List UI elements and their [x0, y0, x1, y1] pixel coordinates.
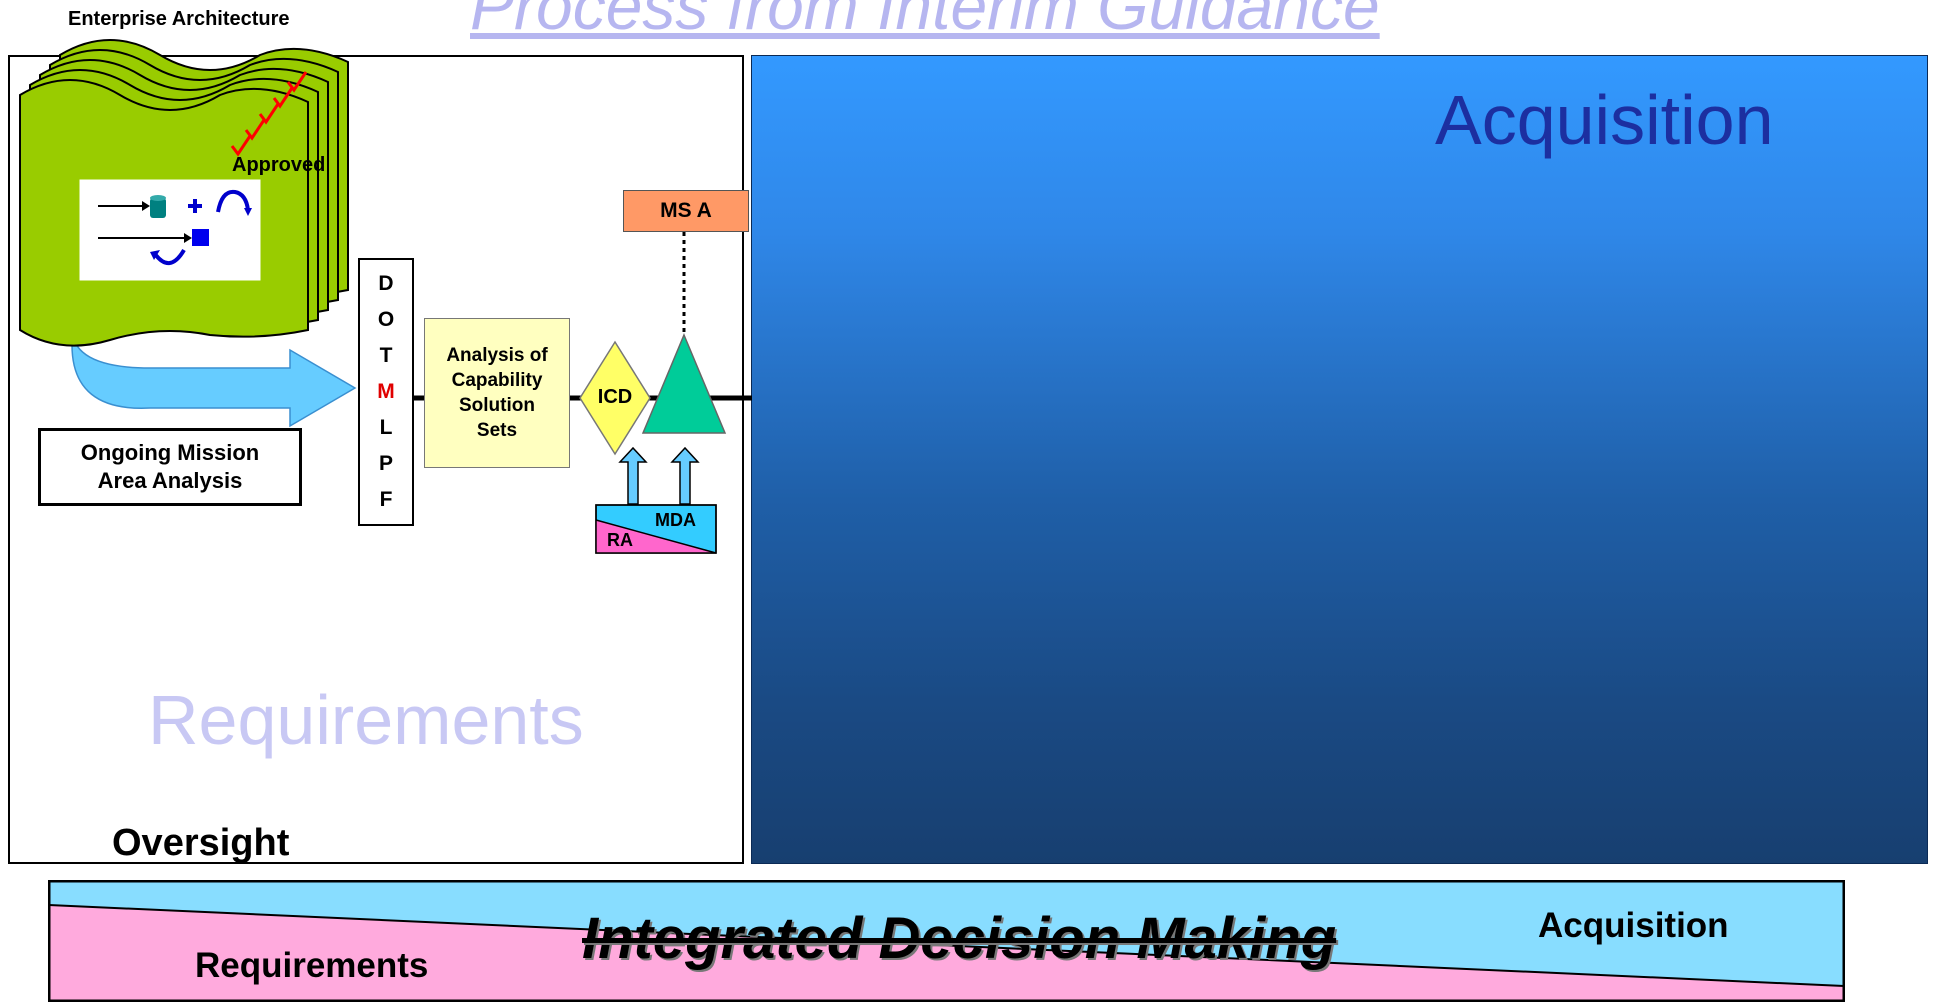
up-arrow-icd — [618, 446, 648, 505]
approval-checkmarks — [230, 71, 308, 157]
acquisition-band-section — [49, 881, 1844, 986]
oversight-label: Oversight — [112, 822, 290, 864]
ongoing-analysis-text: Ongoing Mission Area Analysis — [80, 440, 260, 493]
page-title: Process from Interim Guidance — [470, 0, 1380, 43]
dotmlpf-box: D O T M L P F — [358, 258, 414, 526]
ra-label: RA — [607, 530, 633, 550]
dotmlpf-letter-t: T — [379, 344, 393, 367]
mda-label: MDA — [655, 510, 696, 530]
acquisition-title: Acquisition — [1435, 81, 1774, 159]
ongoing-mission-area-analysis-box: Ongoing Mission Area Analysis — [38, 428, 302, 506]
milestone-a-triangle — [641, 333, 727, 434]
icd-label: ICD — [597, 386, 633, 408]
band-acquisition-label: Acquisition — [1538, 906, 1729, 945]
dotmlpf-letter-p: P — [378, 452, 393, 475]
acquisition-panel — [751, 55, 1928, 864]
integrated-decision-band — [48, 880, 1845, 1002]
analysis-box-text: Analysis of Capability Solution Sets — [446, 345, 548, 441]
integrated-decision-making-title: Integrated Decision Making — [582, 906, 1337, 971]
band-requirements-label: Requirements — [195, 946, 429, 985]
icd-diamond — [579, 340, 651, 456]
flow-arrow — [71, 327, 357, 428]
dotmlpf-letter-l: L — [379, 416, 393, 439]
enterprise-architecture-label: Enterprise Architecture — [68, 8, 290, 30]
milestone-a-box: MS A — [623, 190, 749, 232]
process-flow-graphic — [414, 232, 752, 554]
dotmlpf-letter-m: M — [377, 380, 395, 403]
analysis-of-capability-solution-sets-box: Analysis of Capability Solution Sets — [424, 318, 570, 468]
approved-label: Approved — [232, 154, 326, 176]
requirements-title: Requirements — [148, 681, 584, 759]
up-arrow-triangle — [670, 446, 700, 505]
milestone-a-label: MS A — [660, 199, 712, 222]
dotmlpf-letter-o: O — [377, 308, 395, 331]
architecture-icons — [98, 189, 252, 265]
dotmlpf-letter-d: D — [378, 272, 394, 295]
architecture-graphic — [19, 39, 357, 428]
dotmlpf-letter-f: F — [379, 488, 393, 511]
